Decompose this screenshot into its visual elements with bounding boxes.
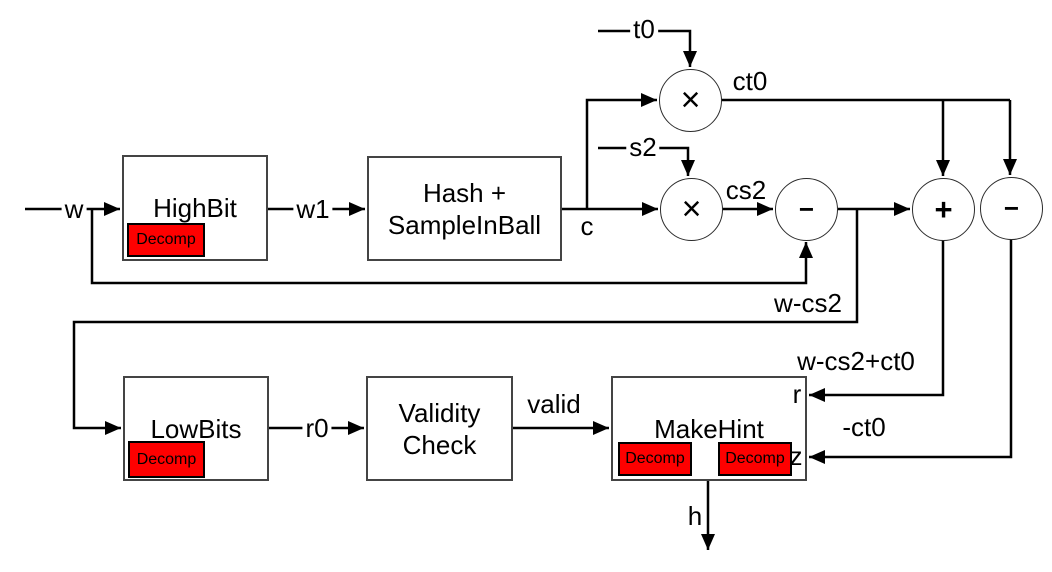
block-validity-check: Validity Check xyxy=(366,376,513,481)
block-lowbits: LowBits Decomp xyxy=(123,376,269,481)
edge-wcs2-to-lowbits xyxy=(72,209,859,435)
decomp-label: Decomp xyxy=(136,450,197,468)
port-z: z xyxy=(789,441,803,471)
plus-icon: + xyxy=(934,191,953,227)
block-makehint: MakeHint Decomp Decomp xyxy=(611,376,807,481)
signal-w-cs2-ct0: w-cs2+ct0 xyxy=(797,346,915,376)
signal-c: c xyxy=(580,211,594,241)
signal-w1: w1 xyxy=(293,196,333,222)
signal-neg-ct0: -ct0 xyxy=(842,412,886,442)
hash-line1: Hash + xyxy=(422,177,507,208)
block-lowbits-label: LowBits xyxy=(150,413,242,444)
decomp-label: Decomp xyxy=(625,450,685,467)
block-makehint-decomp-1: Decomp xyxy=(618,442,692,476)
signal-ct0: ct0 xyxy=(732,66,768,96)
decomp-label: Decomp xyxy=(136,231,196,248)
validity-line2: Check xyxy=(402,429,477,460)
signal-h: h xyxy=(687,501,703,531)
minus-icon: − xyxy=(1003,193,1020,223)
multiply-icon: × xyxy=(680,81,701,119)
validity-line1: Validity xyxy=(398,397,481,428)
block-lowbits-decomp: Decomp xyxy=(128,441,205,478)
signal-s2: s2 xyxy=(626,134,660,160)
signal-t0: t0 xyxy=(630,16,658,42)
edge-add-to-r xyxy=(809,240,945,402)
minus-icon: − xyxy=(798,194,815,224)
block-makehint-decomp-2: Decomp xyxy=(718,442,792,476)
block-makehint-label: MakeHint xyxy=(654,413,764,444)
block-highbit: HighBit Decomp xyxy=(122,155,268,261)
block-highbit-label: HighBit xyxy=(153,193,237,223)
block-hash-label: Hash + SampleInBall xyxy=(388,177,541,241)
op-multiply-t0: × xyxy=(659,69,722,132)
signal-w: w xyxy=(61,196,87,222)
signal-cs2: cs2 xyxy=(725,175,767,205)
op-multiply-s2: × xyxy=(660,178,723,241)
edge-w-feedback xyxy=(90,209,813,285)
block-validity-label: Validity Check xyxy=(399,397,481,461)
op-subtract-w: − xyxy=(775,178,838,241)
decomp-label: Decomp xyxy=(725,450,785,467)
op-subtract-ct0: − xyxy=(980,177,1043,240)
block-hash-sampleinball: Hash + SampleInBall xyxy=(367,156,562,261)
port-r: r xyxy=(792,379,802,409)
edge-sub2-to-z xyxy=(809,239,1013,464)
block-highbit-decomp: Decomp xyxy=(127,223,205,257)
signal-valid: valid xyxy=(527,389,581,419)
signal-w-cs2: w-cs2 xyxy=(774,288,842,318)
edge-t0-input xyxy=(598,29,697,67)
op-add-ct0: + xyxy=(912,178,975,241)
edge-c-to-mult-t0 xyxy=(585,93,657,209)
signal-r0: r0 xyxy=(302,415,332,441)
multiply-icon: × xyxy=(681,190,702,228)
hash-line2: SampleInBall xyxy=(387,209,542,240)
